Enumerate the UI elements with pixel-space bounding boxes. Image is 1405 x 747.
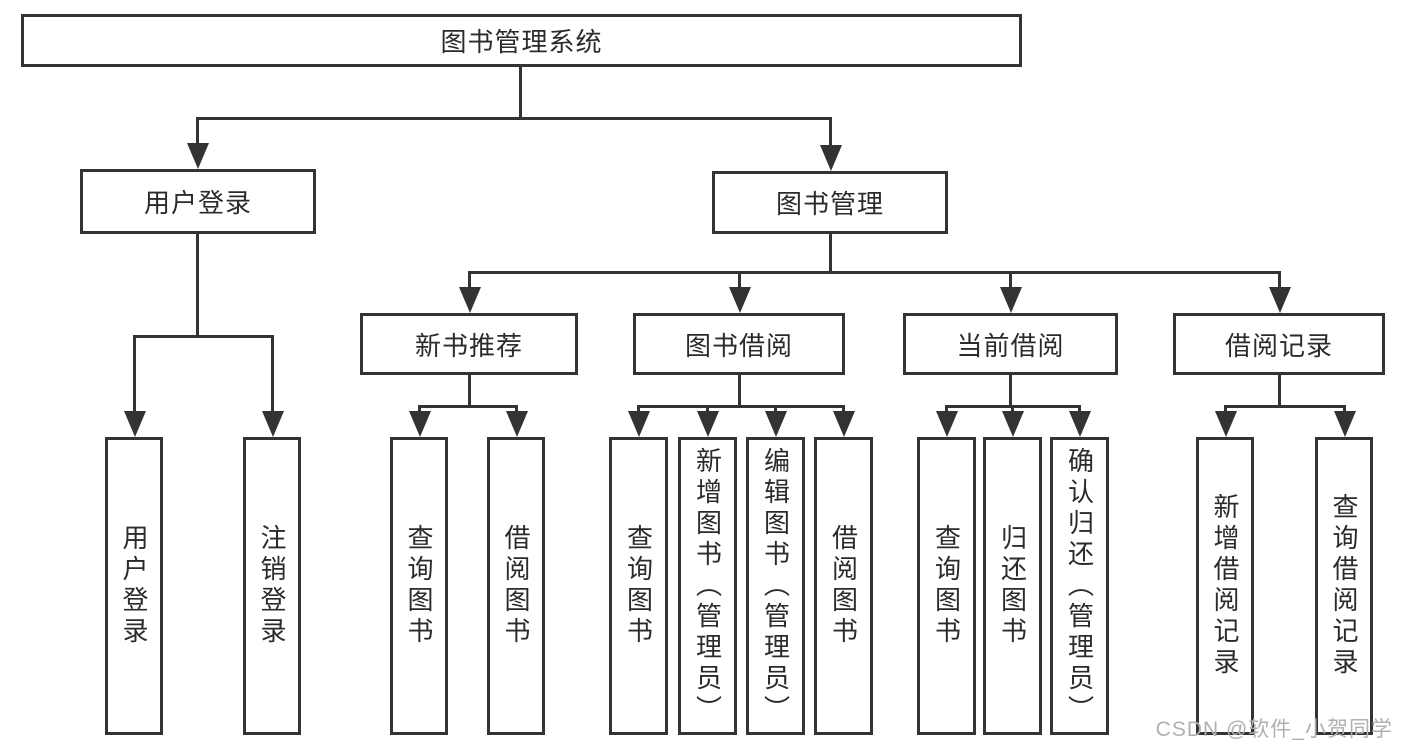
connector-vline	[829, 117, 832, 149]
leaf-label: 新增图书（管理员）	[692, 446, 723, 726]
leaf-label: 确认归还（管理员）	[1064, 446, 1095, 726]
leaf-user-login: 用户登录	[105, 437, 163, 735]
leaf-label: 归还图书	[997, 524, 1028, 648]
node-label: 图书管理系统	[440, 27, 603, 57]
arrowhead-down-icon	[628, 411, 650, 437]
leaf-label: 新增借阅记录	[1210, 493, 1240, 679]
connector-hline	[418, 405, 518, 408]
arrowhead-down-icon	[409, 411, 431, 437]
connector-hline	[468, 271, 1281, 274]
arrowhead-down-icon	[124, 411, 146, 437]
connector-vline	[1009, 374, 1012, 408]
arrowhead-down-icon	[262, 411, 284, 437]
leaf-label: 借阅图书	[828, 524, 859, 648]
arrowhead-down-icon	[765, 411, 787, 437]
leaf-label: 查询图书	[623, 524, 654, 648]
arrowhead-down-icon	[1002, 411, 1024, 437]
connector-vline	[738, 374, 741, 408]
connector-hline	[1224, 405, 1346, 408]
node-book-management: 图书管理	[712, 171, 948, 234]
leaf-label: 借阅图书	[501, 524, 531, 648]
leaf-label: 查询借阅记录	[1329, 493, 1359, 679]
leaf-query-books-borrow: 查询图书	[609, 437, 668, 735]
node-user-login: 用户登录	[80, 169, 316, 234]
leaf-add-books-admin: 新增图书（管理员）	[678, 437, 737, 735]
connector-vline	[133, 335, 136, 417]
node-library-system: 图书管理系统	[21, 14, 1022, 67]
leaf-edit-books-admin: 编辑图书（管理员）	[746, 437, 805, 735]
node-label: 用户登录	[143, 188, 252, 218]
connector-vline	[519, 66, 522, 119]
connector-vline	[738, 271, 741, 293]
node-label: 图书管理	[775, 189, 884, 219]
connector-vline	[1278, 374, 1281, 408]
leaf-return-books: 归还图书	[983, 437, 1042, 735]
arrowhead-down-icon	[1334, 411, 1356, 437]
node-borrowing-records: 借阅记录	[1173, 313, 1385, 375]
arrowhead-down-icon	[936, 411, 958, 437]
connector-vline	[1009, 271, 1012, 293]
arrowhead-down-icon	[187, 143, 209, 169]
node-label: 借阅记录	[1224, 330, 1333, 361]
connector-vline	[271, 335, 274, 417]
connector-vline	[196, 117, 199, 147]
leaf-label: 查询图书	[931, 524, 962, 648]
leaf-label: 查询图书	[404, 524, 434, 648]
arrowhead-down-icon	[459, 287, 481, 313]
connector-hline	[196, 117, 832, 120]
arrowhead-down-icon	[1269, 287, 1291, 313]
arrowhead-down-icon	[1000, 287, 1022, 313]
arrowhead-down-icon	[833, 411, 855, 437]
node-book-borrowing: 图书借阅	[633, 313, 845, 375]
connector-vline	[196, 233, 199, 337]
connector-vline	[468, 374, 471, 408]
connector-hline	[637, 405, 845, 408]
leaf-query-books-newbooks: 查询图书	[390, 437, 448, 735]
node-current-borrowing: 当前借阅	[903, 313, 1118, 375]
leaf-label: 用户登录	[119, 524, 149, 648]
leaf-borrow-books-newbooks: 借阅图书	[487, 437, 545, 735]
leaf-query-borrow-record: 查询借阅记录	[1315, 437, 1373, 735]
leaf-confirm-return-admin: 确认归还（管理员）	[1050, 437, 1109, 735]
arrowhead-down-icon	[506, 411, 528, 437]
arrowhead-down-icon	[729, 287, 751, 313]
csdn-watermark: CSDN @软件_小贺同学	[1155, 718, 1393, 741]
leaf-logout: 注销登录	[243, 437, 301, 735]
arrowhead-down-icon	[820, 145, 842, 171]
node-label: 当前借阅	[956, 330, 1065, 361]
leaf-label: 编辑图书（管理员）	[760, 446, 791, 726]
arrowhead-down-icon	[1069, 411, 1091, 437]
leaf-label: 注销登录	[257, 524, 287, 648]
leaf-add-borrow-record: 新增借阅记录	[1196, 437, 1254, 735]
connector-vline	[1278, 271, 1281, 293]
node-label: 新书推荐	[414, 330, 523, 361]
connector-vline	[468, 271, 471, 293]
leaf-query-books-current: 查询图书	[917, 437, 976, 735]
connector-vline	[829, 233, 832, 274]
node-new-book-recommend: 新书推荐	[360, 313, 578, 375]
arrowhead-down-icon	[1215, 411, 1237, 437]
node-label: 图书借阅	[684, 330, 793, 361]
connector-hline	[133, 335, 274, 338]
arrowhead-down-icon	[697, 411, 719, 437]
leaf-borrow-books: 借阅图书	[814, 437, 873, 735]
